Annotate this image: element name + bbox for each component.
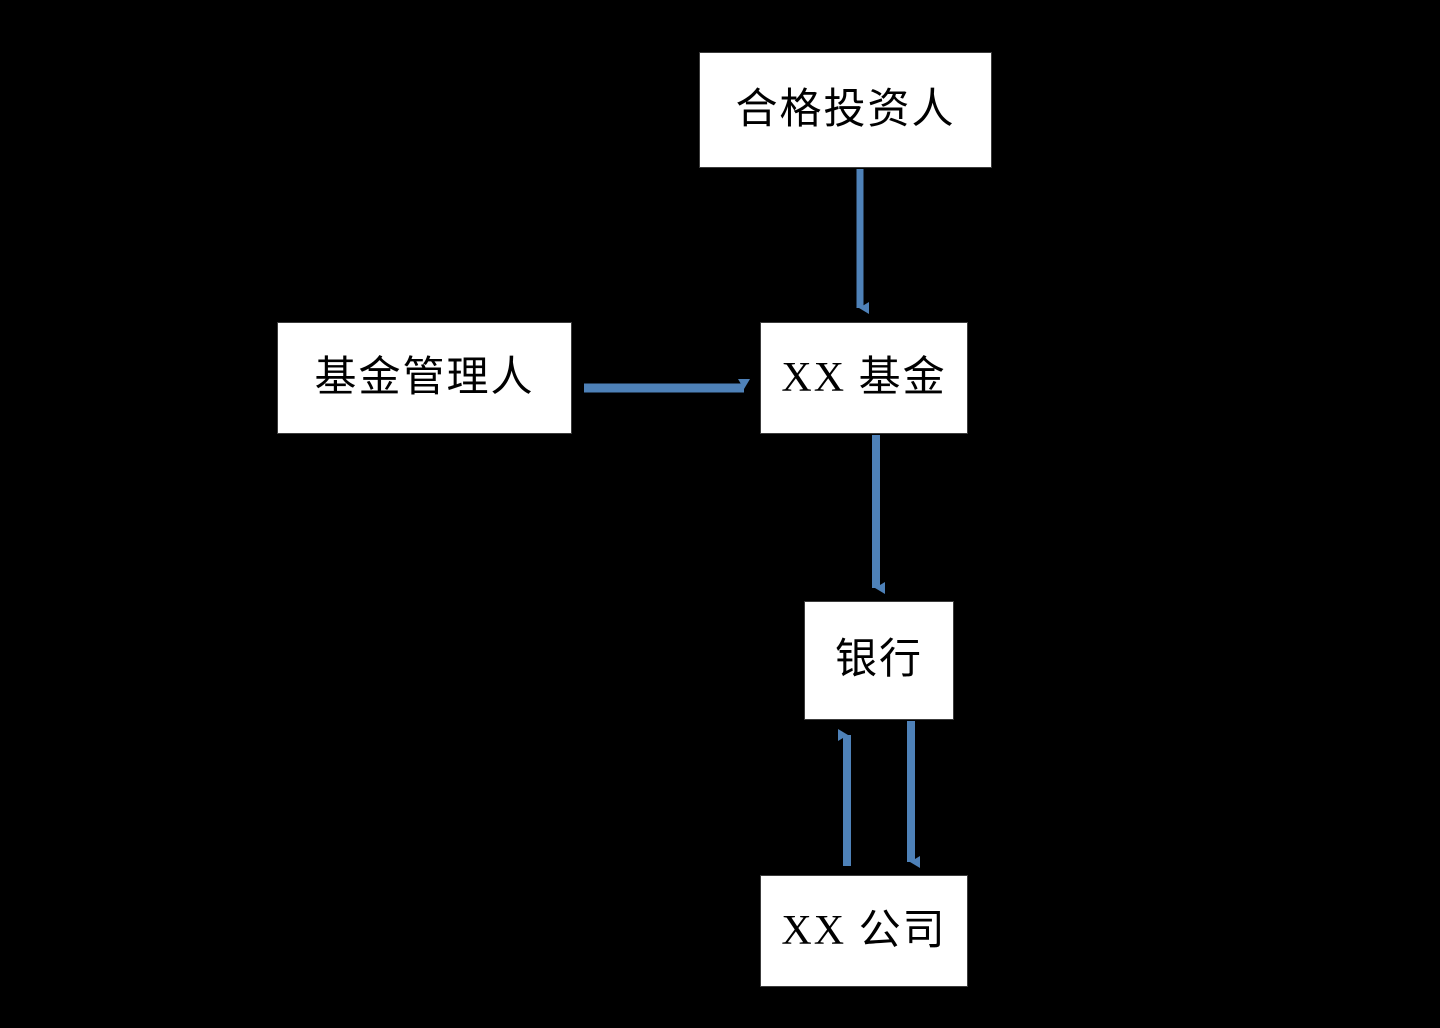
node-qualified-investor[interactable]: 合格投资人 — [699, 52, 992, 168]
node-label-fund-manager: 基金管理人 — [314, 354, 535, 401]
node-label-bank: 银行 — [834, 637, 923, 684]
node-fund-manager[interactable]: 基金管理人 — [277, 322, 572, 434]
node-xx-fund[interactable]: XX 基金 — [760, 322, 968, 434]
node-label-xx-company: XX 公司 — [781, 907, 947, 954]
node-bank[interactable]: 银行 — [804, 601, 954, 720]
node-label-qualified-investor: 合格投资人 — [735, 86, 956, 133]
node-xx-company[interactable]: XX 公司 — [760, 875, 968, 987]
node-label-xx-fund: XX 基金 — [781, 354, 947, 401]
